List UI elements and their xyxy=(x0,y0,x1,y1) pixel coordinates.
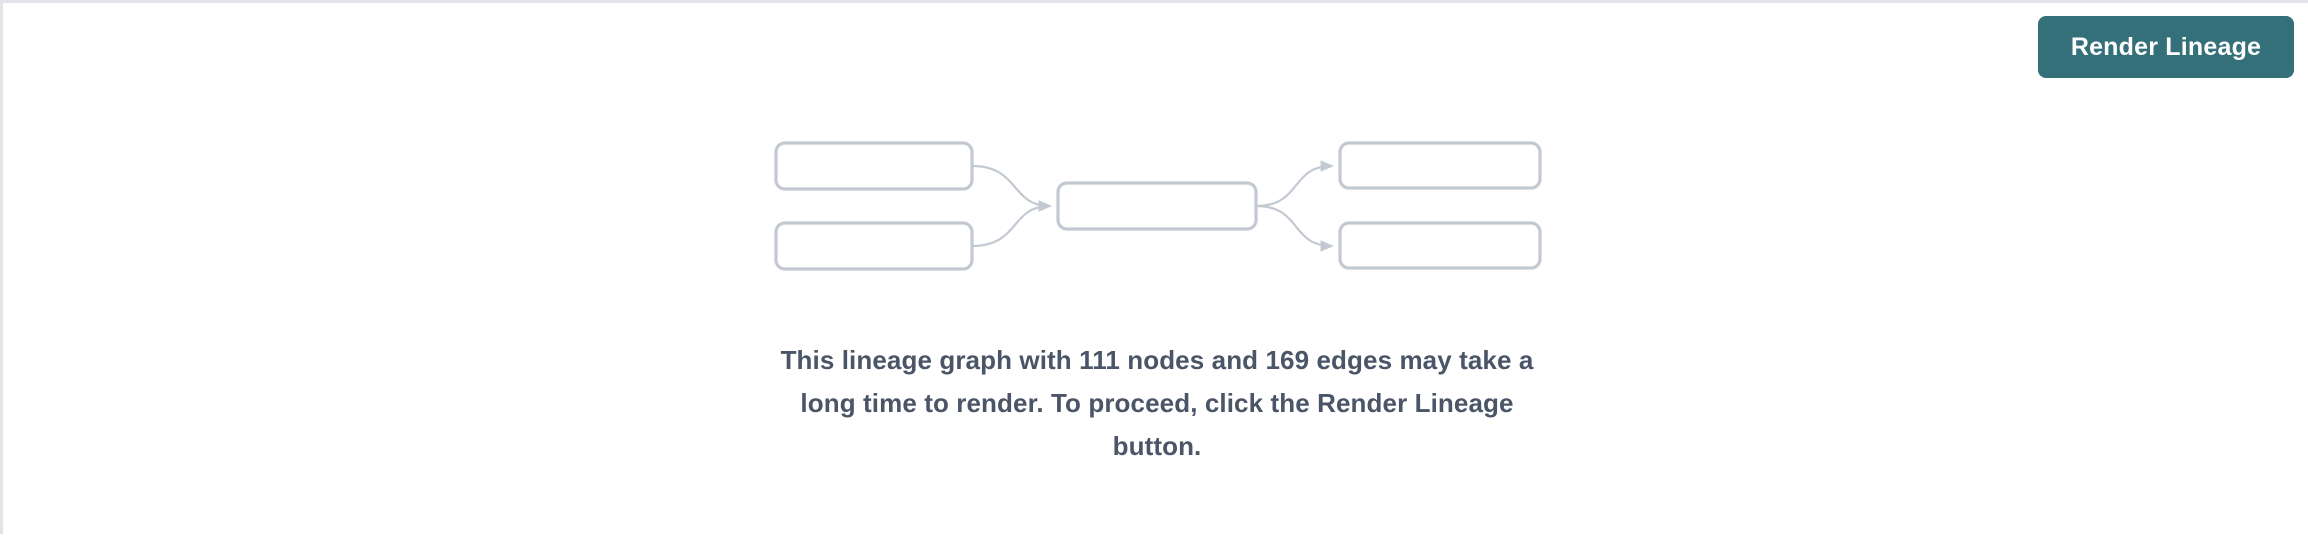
lineage-node-source-a[interactable] xyxy=(774,141,974,191)
lineage-placeholder-message: This lineage graph with 111 nodes and 16… xyxy=(780,345,1534,461)
lineage-node-transform[interactable] xyxy=(1056,181,1258,231)
lineage-node-target-a[interactable] xyxy=(1338,141,1542,190)
render-lineage-button[interactable]: Render Lineage xyxy=(2038,16,2294,78)
lineage-node-target-b[interactable] xyxy=(1338,221,1542,270)
lineage-placeholder: This lineage graph with 111 nodes and 16… xyxy=(3,3,2308,537)
edge-source-a-to-transform xyxy=(971,164,1052,212)
edge-transform-to-target-b xyxy=(1255,204,1334,252)
edge-group xyxy=(971,160,1334,252)
lineage-node-source-b[interactable] xyxy=(774,221,974,271)
lineage-graph-illustration xyxy=(762,131,1552,277)
edge-source-b-to-transform xyxy=(971,200,1052,248)
edge-transform-to-target-a xyxy=(1255,160,1334,208)
node-group xyxy=(774,141,1542,271)
